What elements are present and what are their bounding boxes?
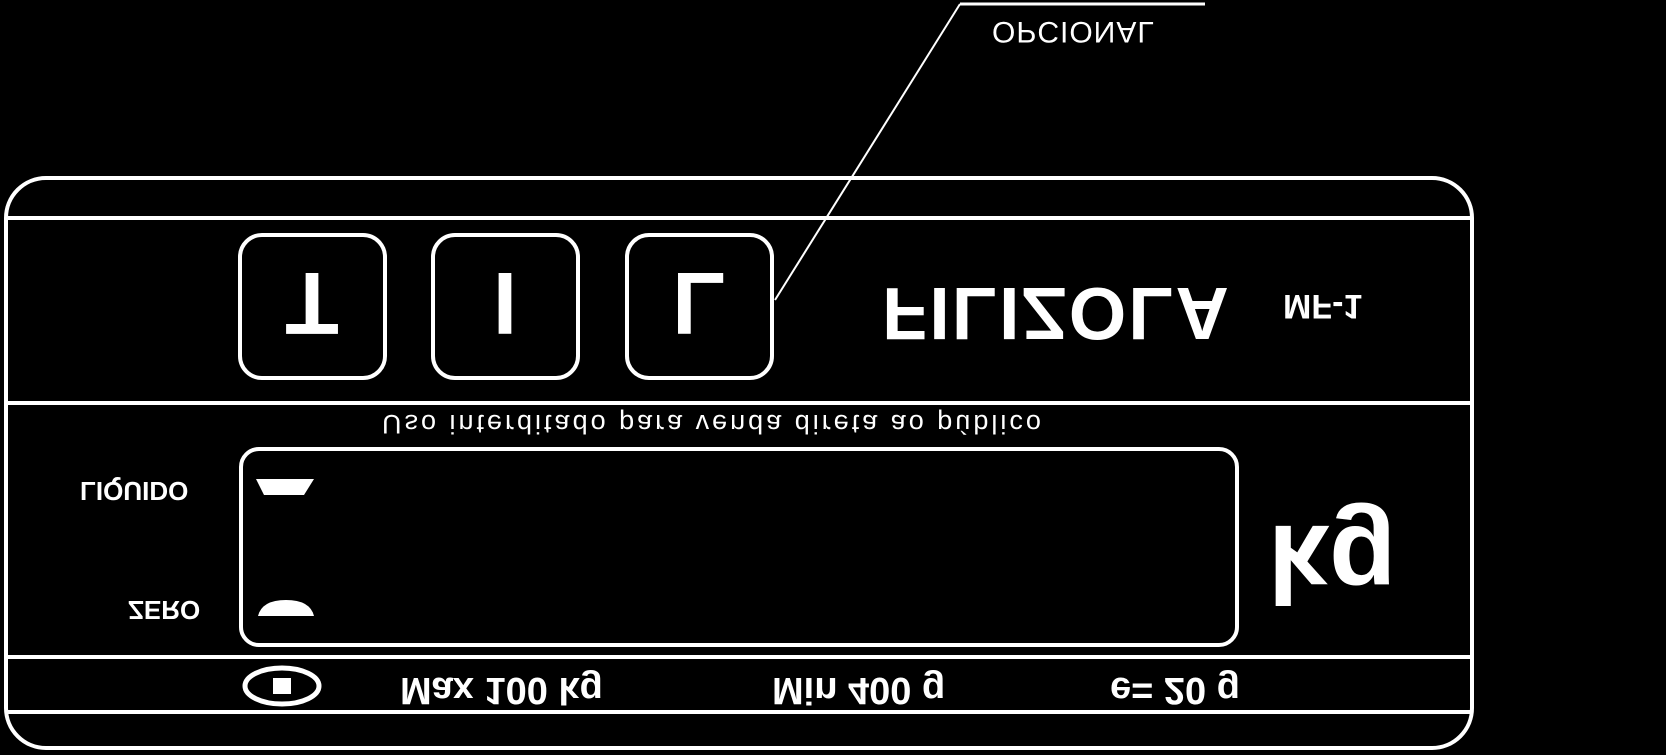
zero-indicator-mark: [258, 600, 314, 616]
key-t-label: T: [285, 254, 339, 353]
display-window: [239, 447, 1239, 647]
spec-max: Max 100 kg: [400, 669, 603, 711]
key-l-label: L: [672, 254, 726, 353]
approval-seal-icon: [242, 665, 322, 707]
spec-min: Min 400 g: [772, 669, 946, 711]
approval-seal-mark: [273, 678, 291, 694]
key-i-label: I: [492, 254, 518, 353]
callout-leader-line: [774, 3, 961, 301]
unit-label: kg: [1268, 502, 1397, 625]
liquido-label: LIQUIDO: [80, 476, 189, 506]
key-i-outline: [431, 233, 580, 380]
panel-border: [4, 176, 1474, 750]
key-l-outline: [625, 233, 774, 380]
brand-name: FILIZOLA: [882, 272, 1231, 355]
zero-label: ZERO: [128, 595, 201, 625]
callout-label: OPCIONAL: [992, 14, 1155, 48]
key-t-outline: [238, 233, 387, 380]
spec-e: e= 20 g: [1110, 669, 1240, 711]
usage-notice: Uso interditado para venda direta ao púb…: [382, 409, 1044, 439]
liquido-indicator-mark: [256, 479, 314, 495]
callout-label-text: OPCIONAL: [992, 15, 1156, 48]
model-name: MF-1: [1283, 287, 1363, 325]
